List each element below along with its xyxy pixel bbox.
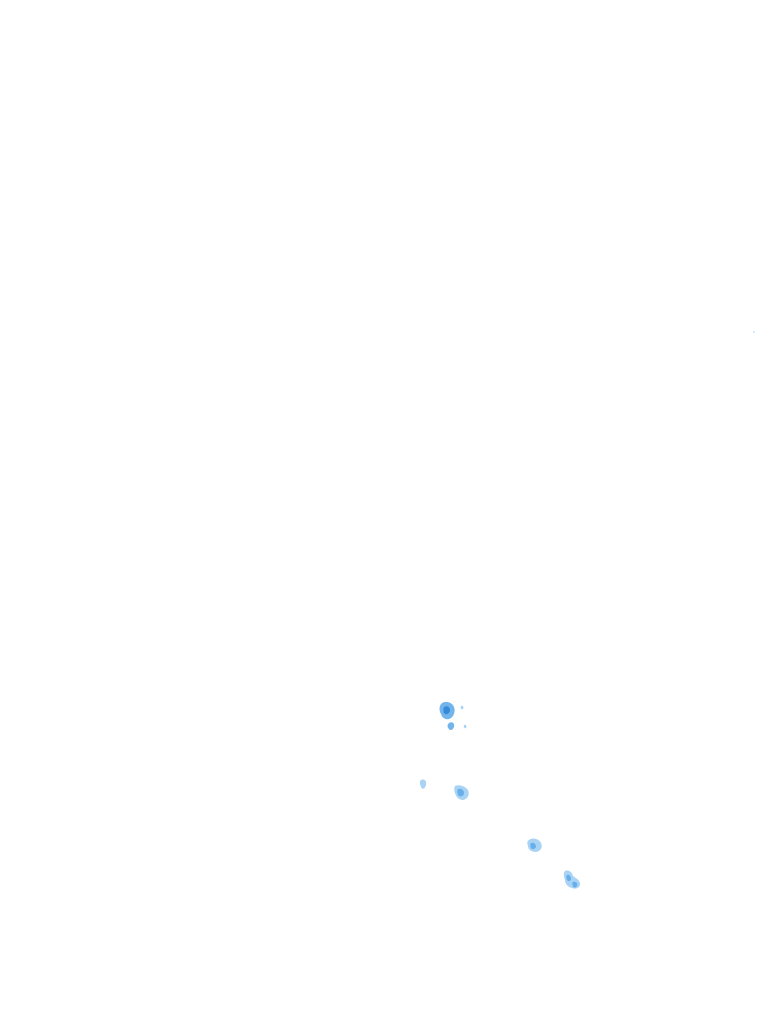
map-feature-blob bbox=[463, 724, 467, 729]
map-feature-blob bbox=[530, 842, 536, 850]
map-feature-blob bbox=[443, 706, 450, 715]
map-feature-blob bbox=[566, 874, 571, 882]
map-feature-blob bbox=[447, 722, 455, 731]
map-feature-blob bbox=[460, 705, 464, 710]
map-feature-blob bbox=[457, 788, 464, 797]
map-feature-blob bbox=[572, 881, 578, 888]
map-feature-speck bbox=[753, 331, 755, 333]
map-features bbox=[419, 331, 755, 889]
map-feature-blob bbox=[419, 779, 427, 789]
map-feature-blob bbox=[563, 870, 581, 889]
